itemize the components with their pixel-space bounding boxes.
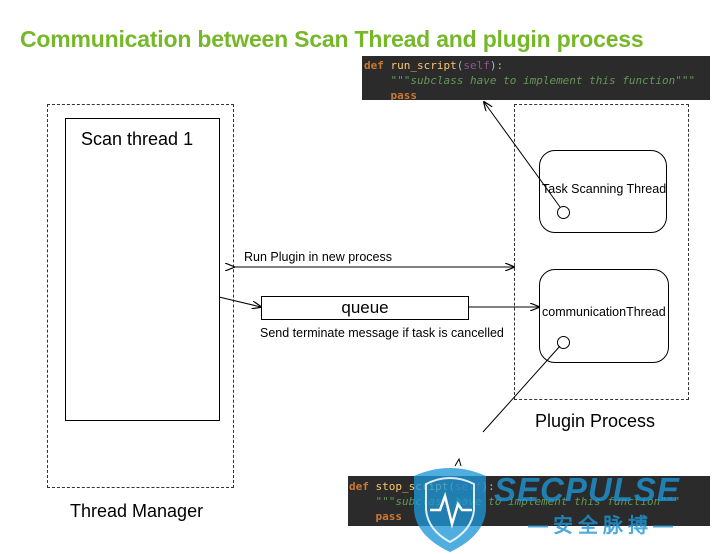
code-self: self <box>454 480 482 493</box>
scan-to-queue-arrow <box>218 296 261 307</box>
task-thread-to-run-script-arrow <box>484 102 561 208</box>
code-paren-close: ): <box>481 480 495 493</box>
scan-thread-label: Scan thread 1 <box>81 129 194 149</box>
code-docstring: """subclass have to implement this funct… <box>390 74 696 87</box>
code-pass: pass <box>390 89 418 100</box>
run-plugin-label: Run Plugin in new process <box>244 250 392 264</box>
code-snippet-stop-script: def stop_script(self): """subclass have … <box>348 476 710 526</box>
code-keyword: def <box>364 59 384 72</box>
code-function-name: run_script <box>390 59 457 72</box>
stop-script-pointer <box>454 457 462 467</box>
communication-thread-port <box>557 336 570 349</box>
watermark-subtitle: —安全脉搏— <box>528 515 678 537</box>
code-paren-close: ): <box>489 59 504 72</box>
terminate-message-label: Send terminate message if task is cancel… <box>260 326 504 340</box>
thread-manager-box <box>47 104 234 488</box>
queue-box <box>261 296 469 320</box>
plugin-process-box <box>514 104 689 400</box>
task-scanning-thread-label: Task Scanning Thread <box>542 182 667 196</box>
communication-to-stop-script-line <box>482 345 561 433</box>
communication-thread-label: communicationThread <box>542 305 666 319</box>
watermark-brand: SECPULSE <box>494 471 680 508</box>
plugin-process-label: Plugin Process <box>535 411 656 431</box>
code-self: self <box>463 59 490 72</box>
thread-manager-label: Thread Manager <box>70 501 204 521</box>
queue-label: queue <box>341 298 389 317</box>
diagram-title: Communication between Scan Thread and pl… <box>20 26 644 52</box>
task-thread-port <box>557 206 570 219</box>
code-paren-open: ( <box>456 59 464 72</box>
code-keyword: def <box>349 480 369 493</box>
code-snippet-run-script: def run_script(self): """subclass have t… <box>362 56 710 100</box>
code-function-name: stop_script <box>375 480 449 493</box>
scan-thread-box <box>65 118 220 421</box>
code-pass: pass <box>375 510 403 523</box>
code-paren-open: ( <box>448 480 455 493</box>
task-scanning-thread-box <box>539 150 667 233</box>
